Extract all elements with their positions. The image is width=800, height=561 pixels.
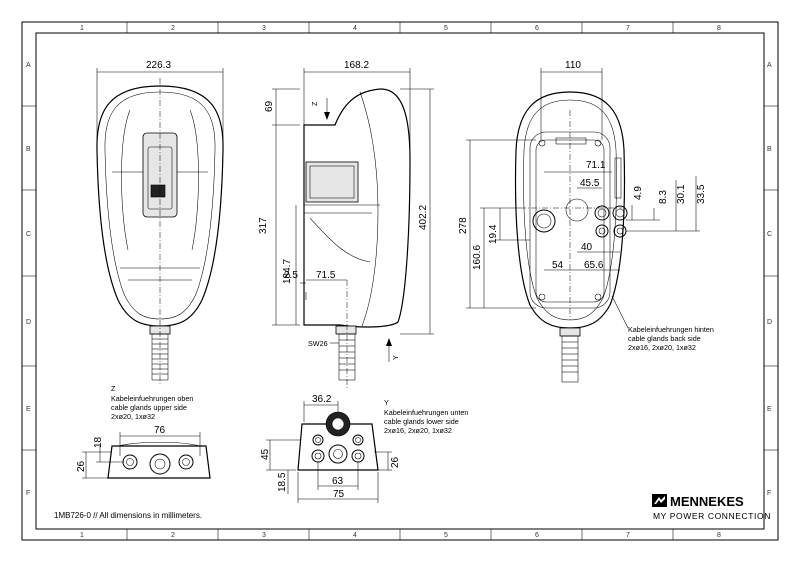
dim-back-d12: 65.6	[584, 260, 604, 271]
col-label: 1	[80, 532, 84, 539]
col-label: 2	[171, 532, 175, 539]
col-label: 8	[717, 25, 721, 32]
dim-back-d8: 160.6	[472, 245, 483, 270]
dim-back-d5: 30.1	[676, 184, 687, 204]
row-label: E	[26, 406, 31, 413]
dim-lower-d3: 18.5	[277, 472, 288, 492]
dim-upper-w: 76	[154, 425, 166, 436]
dim-side-lower: 184.7	[282, 259, 293, 284]
lower-note-en: cable glands lower side	[384, 417, 459, 426]
dim-upper-h2: 26	[76, 460, 87, 472]
col-label: 6	[535, 25, 539, 32]
row-label: D	[767, 319, 772, 326]
dim-lower-d5: 75	[333, 489, 345, 500]
row-label: C	[26, 231, 31, 238]
row-label: B	[26, 146, 31, 153]
row-label: F	[767, 490, 771, 497]
col-label: 7	[626, 25, 630, 32]
view-arrow-z: Z	[310, 98, 330, 120]
view-arrow-y: Y	[386, 338, 400, 362]
side-view: 168.2 69 317 402.2 184.7 2.5 71.5 SW26 Z…	[258, 60, 434, 388]
drawing-note: 1MB726-0 // All dimensions in millimeter…	[54, 511, 202, 520]
dim-side-depth: 168.2	[344, 60, 369, 71]
cable-gland-back	[561, 335, 579, 383]
dim-back-d7: 278	[458, 217, 469, 234]
row-label: E	[767, 406, 772, 413]
row-label: D	[26, 319, 31, 326]
col-label: 6	[535, 532, 539, 539]
col-label: 3	[262, 25, 266, 32]
lower-view-title: Y	[384, 398, 389, 407]
upper-view-title: Z	[111, 384, 116, 393]
dim-back-width: 110	[565, 60, 581, 71]
col-label: 4	[353, 25, 357, 32]
upper-view: Z Kabeleinfuehrungen oben cable glands u…	[76, 384, 211, 479]
dim-back-d3: 4.9	[633, 186, 644, 200]
dim-side-offset: 2.5	[284, 270, 298, 281]
logo-plate	[150, 184, 166, 198]
dim-back-d1: 71.1	[586, 160, 606, 171]
dim-side-body: 317	[258, 217, 269, 234]
col-label: 4	[353, 532, 357, 539]
row-label: B	[767, 146, 772, 153]
back-note-en: cable glands back side	[628, 334, 701, 343]
dim-lower-d4: 63	[332, 476, 344, 487]
grid-labels: 1 2 3 4 5 6 7 8 1 2 3 4 5 6 7 8 A B C D …	[26, 25, 772, 539]
wrench-size-label: SW26	[308, 339, 328, 348]
row-label: A	[767, 62, 772, 69]
lower-note-de: Kabeleinfuehrungen unten	[384, 408, 468, 417]
row-label: C	[767, 231, 772, 238]
dim-back-d2: 45.5	[580, 178, 600, 189]
dim-side-total: 402.2	[418, 205, 429, 230]
col-label: 8	[717, 532, 721, 539]
dim-side-cable-offset: 71.5	[316, 270, 336, 281]
lower-note-spec: 2xø16, 2xø20, 1xø32	[384, 426, 452, 435]
upper-note-de: Kabeleinfuehrungen oben	[111, 394, 193, 403]
dim-back-d9: 19.4	[488, 224, 499, 244]
col-label: 3	[262, 532, 266, 539]
row-label: A	[26, 62, 31, 69]
dim-back-d4: 8.3	[658, 190, 669, 204]
back-gland-large	[532, 209, 556, 233]
upper-note-spec: 2xø20, 1xø32	[111, 412, 155, 421]
dim-upper-h1: 18	[93, 436, 104, 448]
lower-glands	[311, 411, 365, 464]
view-y-label: Y	[391, 355, 400, 360]
dim-lower-d1: 36.2	[312, 394, 332, 405]
dim-side-top: 69	[264, 100, 275, 112]
dim-back-d6: 33.5	[696, 184, 707, 204]
col-label: 7	[626, 532, 630, 539]
back-note-spec: 2xø16, 2xø20, 1xø32	[628, 343, 696, 352]
lower-view: Y Kabeleinfuehrungen unten cable glands …	[260, 394, 468, 503]
brand-logo: MENNEKES MY POWER CONNECTION	[652, 494, 771, 521]
brand-name: MENNEKES	[670, 494, 744, 509]
upper-glands	[122, 453, 194, 475]
view-z-label: Z	[310, 101, 319, 106]
dim-back-d10: 40	[581, 242, 593, 253]
col-label: 1	[80, 25, 84, 32]
col-label: 5	[444, 25, 448, 32]
col-label: 2	[171, 25, 175, 32]
brand-tagline: MY POWER CONNECTION	[653, 511, 771, 521]
back-view: 110 71.1 45.5 4.9 8.3 30.1 33.5 278 160.…	[458, 60, 714, 383]
dim-lower-d6: 26	[390, 456, 401, 468]
back-note-de: Kabeleinfuehrungen hinten	[628, 325, 714, 334]
row-label: F	[26, 490, 30, 497]
dim-lower-d2: 45	[260, 448, 271, 460]
front-view: 226.3	[96, 60, 224, 384]
grid-ticks	[22, 22, 778, 540]
dim-front-width: 226.3	[146, 60, 171, 71]
upper-note-en: cable glands upper side	[111, 403, 187, 412]
dim-back-d11: 54	[552, 260, 564, 271]
side-display	[305, 161, 359, 203]
col-label: 5	[444, 532, 448, 539]
